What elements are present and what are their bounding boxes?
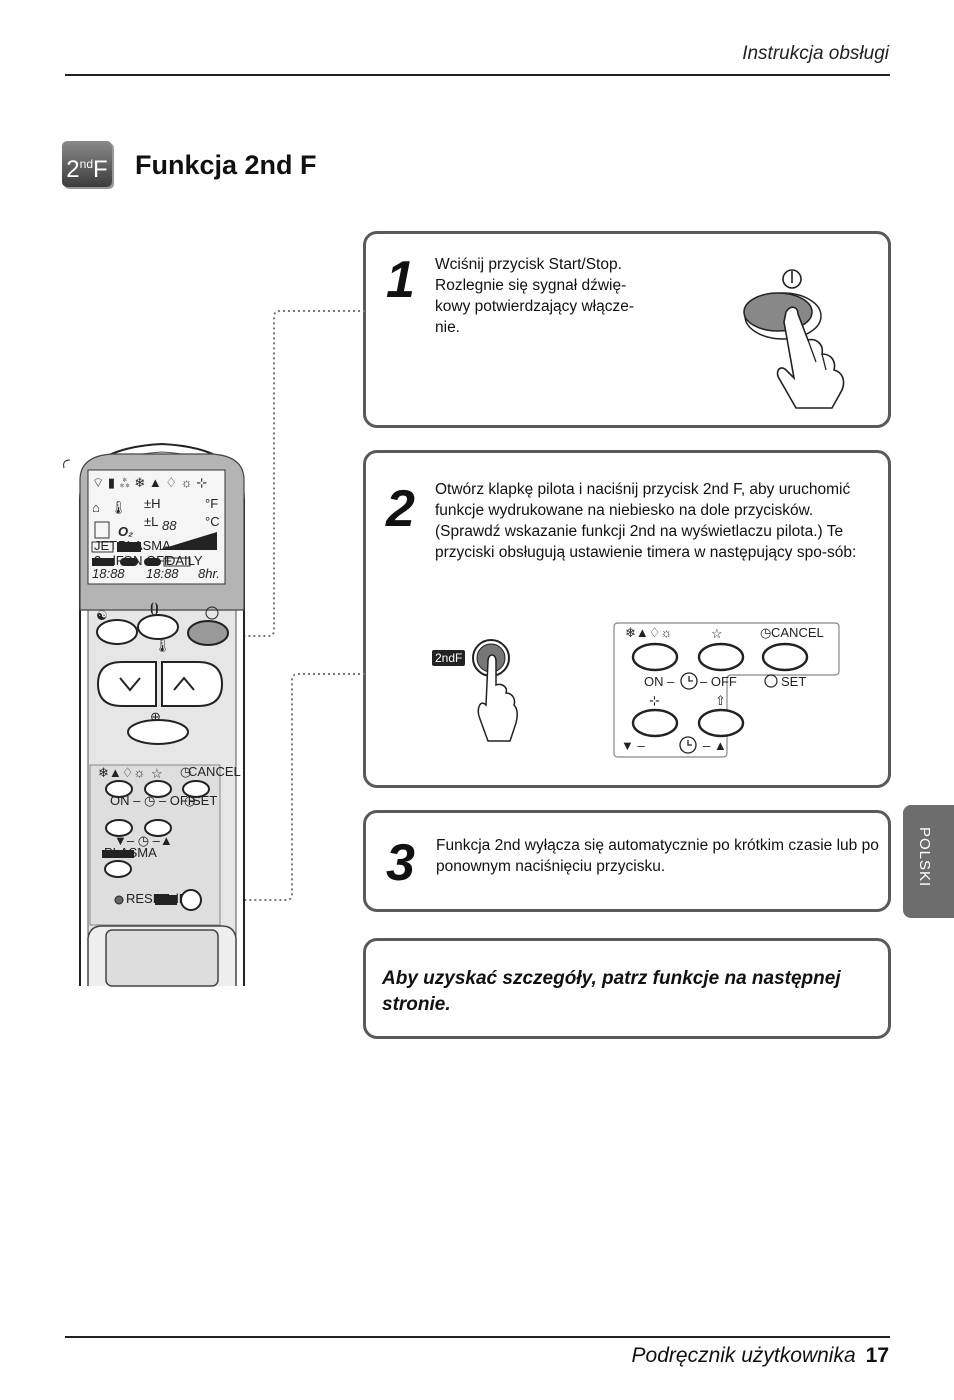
- off-label: – OFF: [700, 674, 737, 689]
- 2ndf-button-press-illustration: [472, 639, 519, 742]
- remote-control-illustration: ⌔ ▮ ⁂ ❄ ▲ ♢ ☼ ⊹ ⌂ 🌡 88 °F °C ±H ±L O₂ JE…: [63, 442, 245, 987]
- display-time-1: 18:88: [92, 566, 125, 581]
- note-text: Aby uzyskać szczegóły, patrz funkcje na …: [382, 968, 841, 1015]
- set-label: SET: [781, 674, 806, 689]
- display-off: OFF: [146, 553, 172, 568]
- svg-text:⦗⦘: ⦗⦘: [150, 600, 159, 616]
- remote-set-label: SET: [192, 793, 217, 808]
- 2ndf-label: 2ndF: [432, 650, 466, 666]
- footer-title: Podręcznik użytkownika: [631, 1344, 856, 1367]
- display-plasma: PLASMA: [118, 538, 171, 553]
- step-3-box: 3 Funkcja 2nd wyłącza się automatycznie …: [363, 810, 891, 912]
- timer-button-panel: ❄▲♢☼ ☆ ◷ CANCEL ON – – OFF SET ⊹ ⇧ ▼ – –…: [613, 622, 840, 758]
- cancel-label: CANCEL: [771, 625, 824, 640]
- svg-text:◷: ◷: [760, 625, 771, 640]
- display-2ndf: 2ndF: [94, 553, 124, 568]
- svg-text:⌂: ⌂: [92, 500, 100, 515]
- svg-text:❄▲♢☼: ❄▲♢☼: [625, 625, 672, 640]
- display-time-2: 18:88: [146, 566, 179, 581]
- svg-text:❄▲♢☼: ❄▲♢☼: [98, 765, 145, 780]
- svg-text:⊹: ⊹: [649, 693, 660, 708]
- svg-text:O₂: O₂: [118, 524, 133, 539]
- remote-on-off-label: ON – ◷ – OFF: [110, 793, 196, 808]
- header-rule: [65, 74, 890, 76]
- display-digits: 88: [162, 518, 177, 533]
- step-text: Funkcja 2nd wyłącza się automatycznie po…: [436, 837, 879, 875]
- svg-text:▼ –: ▼ –: [621, 738, 645, 753]
- remote-plasma-label: PLASMA: [104, 845, 157, 860]
- svg-text:⊕: ⊕: [150, 709, 161, 724]
- on-label: ON –: [644, 674, 675, 689]
- header-title: Instrukcja obsługi: [742, 43, 889, 64]
- step-number: 2: [386, 480, 415, 538]
- step-text: Otwórz klapkę pilota i naciśnij przycisk…: [435, 481, 857, 561]
- svg-text:⌔ ▮ ⁂ ❄ ▲ ♢ ☼ ⊹: ⌔ ▮ ⁂ ❄ ▲ ♢ ☼ ⊹: [92, 475, 207, 490]
- remote-2ndf-label: 2ndF: [157, 891, 187, 906]
- page-number: 17: [865, 1344, 889, 1367]
- svg-text:°C: °C: [205, 514, 220, 529]
- footer-rule: [65, 1336, 890, 1338]
- svg-text:☯: ☯: [96, 608, 108, 623]
- svg-text:☆: ☆: [711, 626, 723, 641]
- language-tab: POLSKI: [903, 805, 954, 918]
- connector-lines: [208, 310, 365, 901]
- remote-cancel-label: CANCEL: [188, 764, 241, 779]
- section-title: Funkcja 2nd F: [135, 150, 317, 180]
- step-number: 1: [386, 251, 415, 309]
- step-2-box: 2 Otwórz klapkę pilota i naciśnij przyci…: [363, 450, 891, 788]
- svg-text:±H: ±H: [144, 496, 161, 511]
- step-1-box: 1 Wciśnij przycisk Start/Stop. Rozlegnie…: [363, 231, 891, 428]
- svg-text:▼– ◷ –▲: ▼– ◷ –▲: [114, 833, 173, 848]
- footer: Podręcznik użytkownika 17: [632, 1344, 889, 1368]
- svg-text:🌡: 🌡: [110, 500, 127, 515]
- svg-text:☆: ☆: [151, 766, 163, 781]
- display-on: ON: [123, 553, 143, 568]
- 2ndf-badge: 2ndF: [62, 141, 112, 187]
- display-jet: JET: [94, 538, 117, 553]
- step-number: 3: [386, 834, 415, 892]
- display-daily: DAILY: [166, 553, 203, 568]
- svg-text:– ▲: – ▲: [703, 738, 727, 753]
- svg-text:◷: ◷: [184, 793, 195, 808]
- svg-text:🌡: 🌡: [154, 638, 171, 653]
- svg-text:±L: ±L: [144, 514, 158, 529]
- svg-text:°F: °F: [205, 496, 218, 511]
- note-box: Aby uzyskać szczegóły, patrz funkcje na …: [363, 938, 891, 1039]
- step-text: Wciśnij przycisk Start/Stop. Rozlegnie s…: [435, 256, 634, 336]
- svg-text:⇧: ⇧: [715, 693, 726, 708]
- svg-text:◷: ◷: [180, 764, 191, 779]
- power-button-press-illustration: [743, 269, 845, 409]
- display-hours: 8hr.: [198, 566, 220, 581]
